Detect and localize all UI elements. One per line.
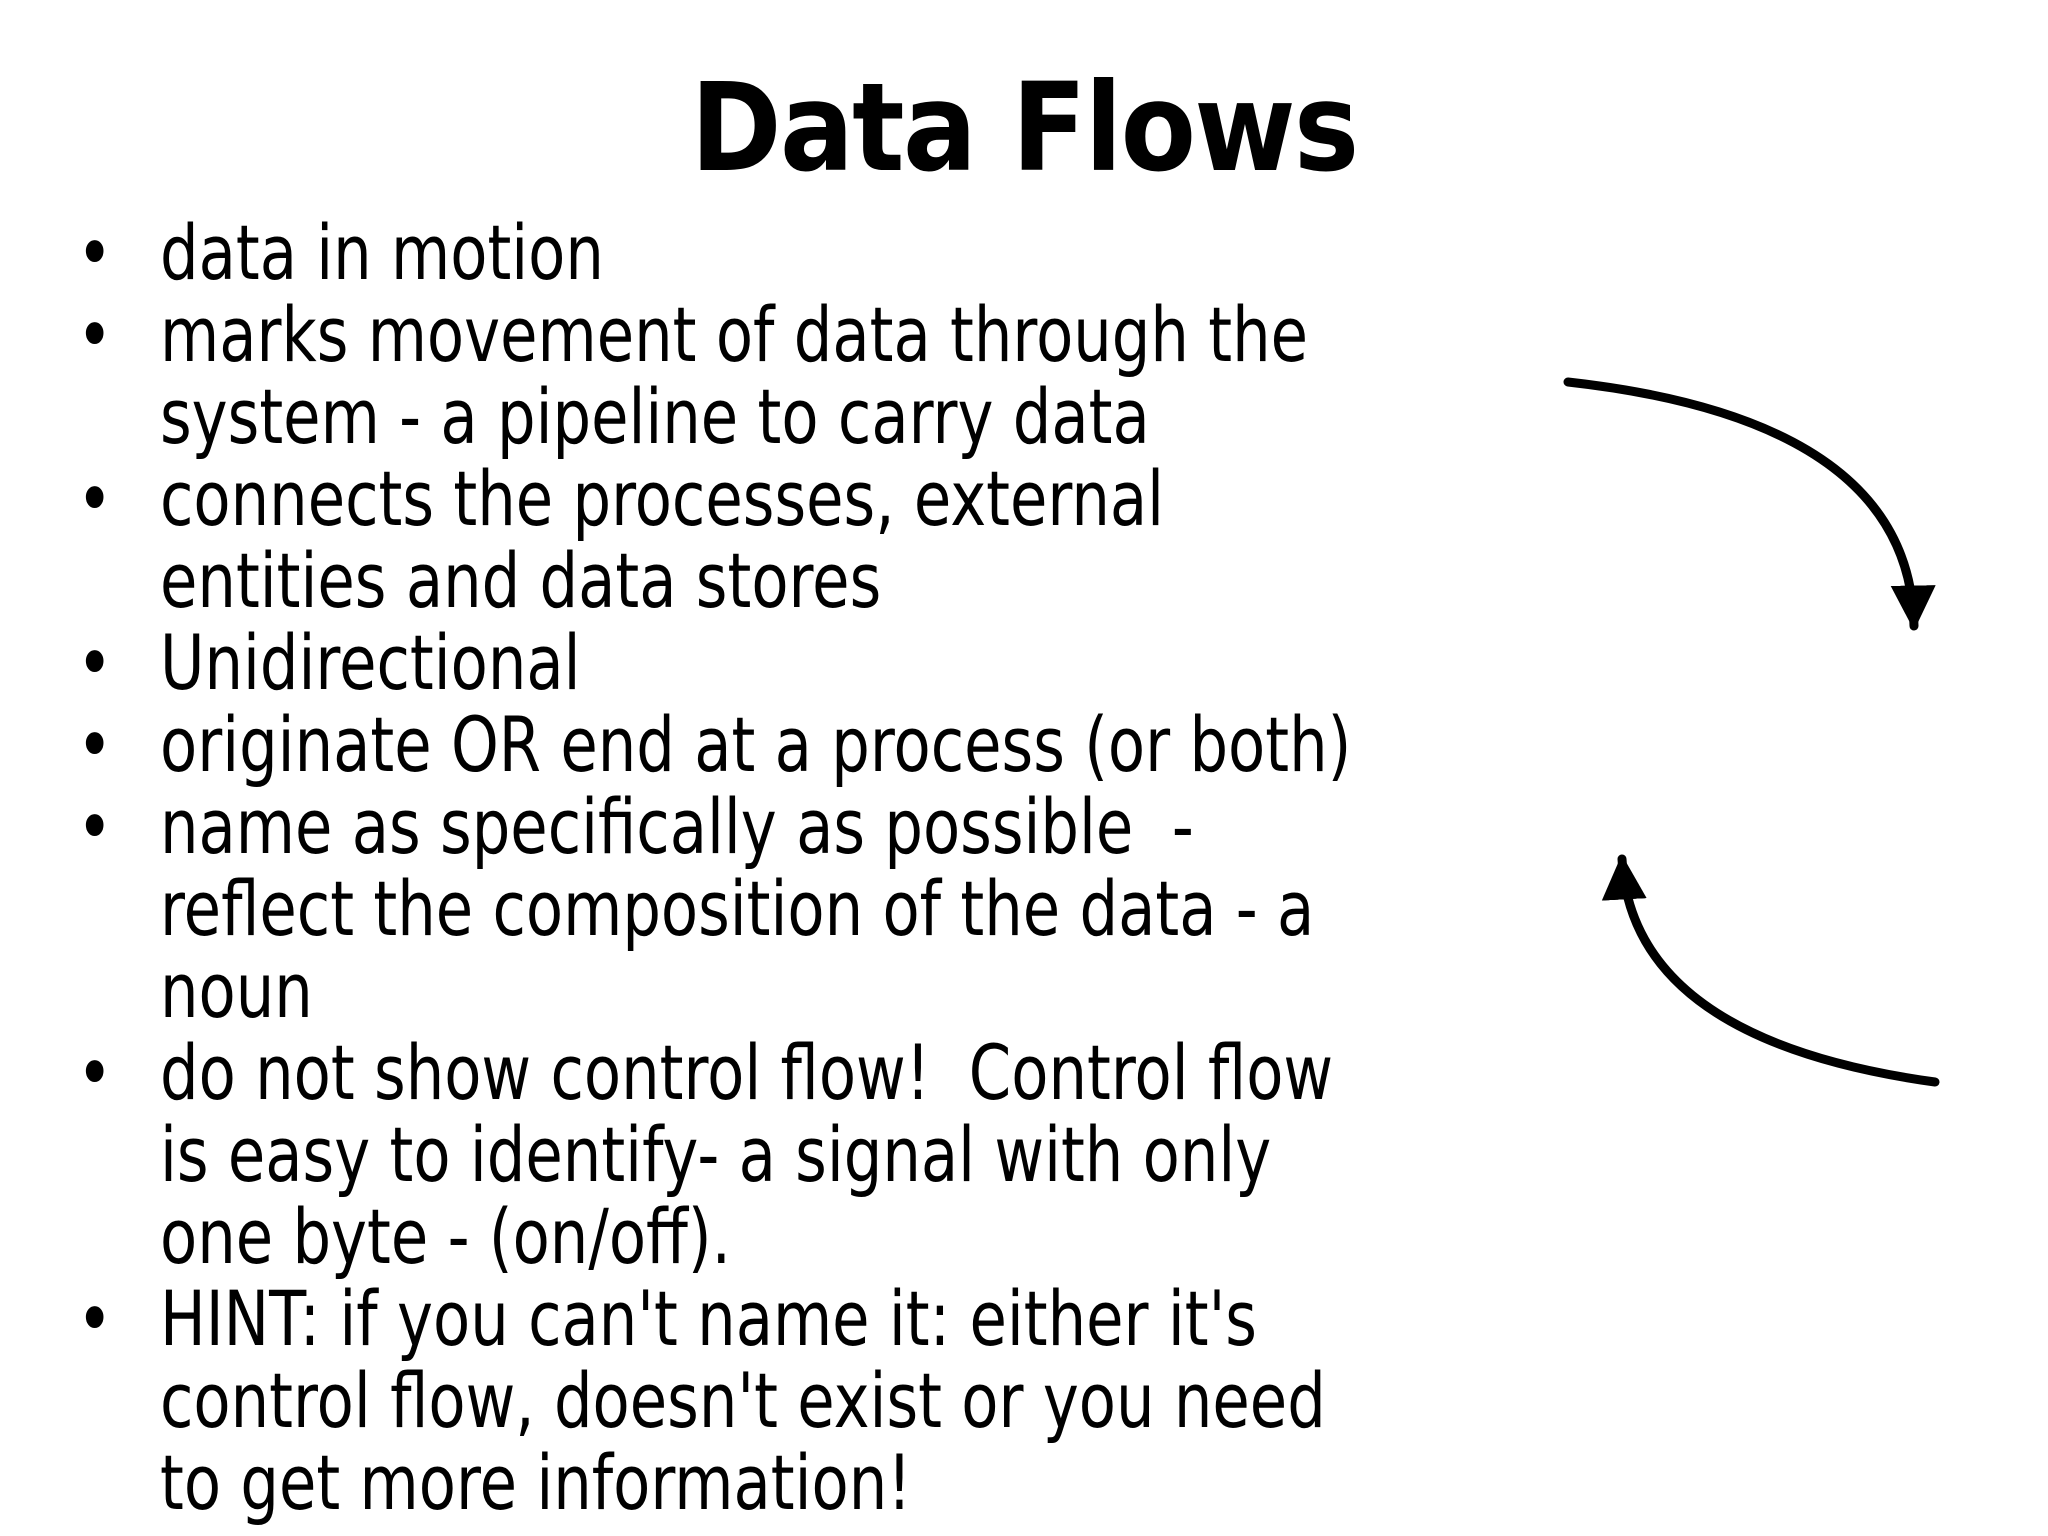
bullet-icon: •: [76, 1028, 113, 1117]
bullet-item: • connects the processes, external entit…: [0, 458, 1920, 622]
slide-title: Data Flows: [690, 57, 1360, 199]
bullet-text: name as specifically as possible - refle…: [160, 782, 1315, 1035]
bullet-list: • data in motion • marks movement of dat…: [0, 212, 1920, 1524]
bullet-item: • marks movement of data through the sys…: [0, 294, 1920, 458]
bullet-icon: •: [76, 1274, 113, 1363]
bullet-item: • originate OR end at a process (or both…: [0, 704, 1920, 786]
bullet-item: • Unidirectional: [0, 622, 1920, 704]
bullet-text: Unidirectional: [160, 618, 581, 707]
bullet-icon: •: [76, 290, 113, 379]
bullet-text: originate OR end at a process (or both): [160, 700, 1352, 789]
bullet-text: do not show control flow! Control flow i…: [160, 1028, 1334, 1281]
bullet-item: • HINT: if you can't name it: either it'…: [0, 1278, 1920, 1524]
bullet-text: marks movement of data through the syste…: [160, 290, 1309, 461]
bullet-icon: •: [76, 454, 113, 543]
bullet-item: • do not show control flow! Control flow…: [0, 1032, 1920, 1278]
bullet-text: HINT: if you can't name it: either it's …: [160, 1274, 1326, 1527]
bullet-icon: •: [76, 618, 113, 707]
bullet-icon: •: [76, 782, 113, 871]
bullet-text: connects the processes, external entitie…: [160, 454, 1165, 625]
bullet-text: data in motion: [160, 208, 604, 297]
bullet-item: • name as specifically as possible - ref…: [0, 786, 1920, 1032]
bullet-icon: •: [76, 700, 113, 789]
bullet-icon: •: [76, 208, 113, 297]
bullet-item: • data in motion: [0, 212, 1920, 294]
